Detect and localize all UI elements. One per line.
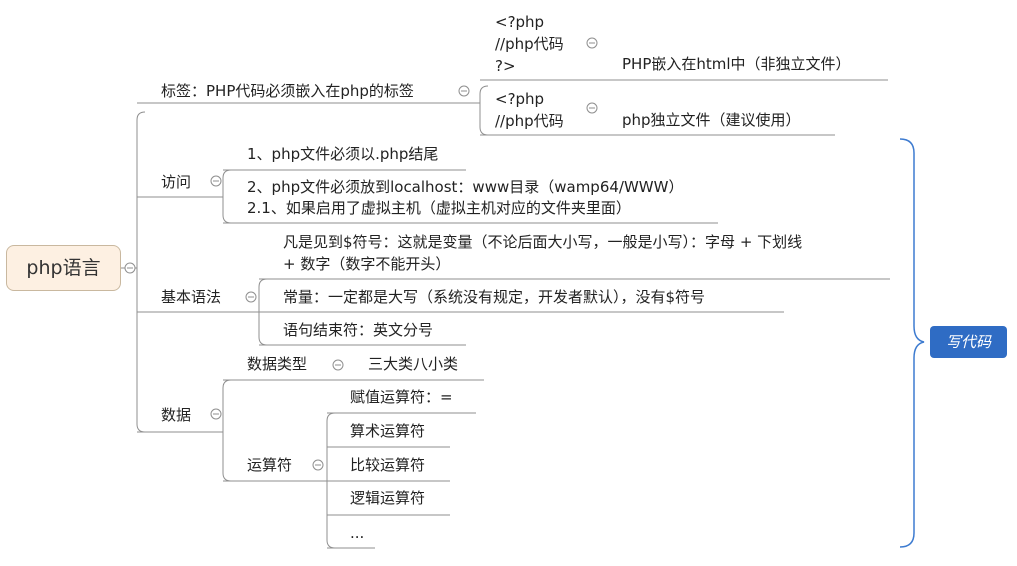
- data-types-value[interactable]: 三大类八小类: [368, 355, 459, 373]
- collapse-toggles: [124, 37, 598, 471]
- access-item-2[interactable]: 2、php文件必须放到localhost：www目录（wamp64/WWW）: [247, 178, 684, 196]
- operator-assignment[interactable]: 赋值运算符：=: [350, 388, 453, 406]
- access-item-2-1[interactable]: 2.1、如果启用了虚拟主机（虚拟主机对应的文件夹里面）: [247, 199, 631, 217]
- tags-child1-note[interactable]: PHP嵌入在html中（非独立文件）: [622, 55, 851, 73]
- main-trunk: [136, 111, 146, 433]
- tags-child2-code-line1[interactable]: <?php: [495, 90, 545, 108]
- data-subtrunk: [222, 379, 232, 482]
- syntax-terminator[interactable]: 语句结束符：英文分号: [283, 321, 434, 339]
- collapse-toggle-tags-child2[interactable]: [586, 102, 598, 114]
- root-node[interactable]: php语言: [6, 245, 121, 291]
- operator-comparison[interactable]: 比较运算符: [350, 456, 426, 474]
- syntax-constant[interactable]: 常量：一定都是大写（系统没有规定，开发者默认），没有$符号: [283, 288, 706, 306]
- collapse-toggle-tags[interactable]: [458, 85, 470, 97]
- summary-callout[interactable]: 写代码: [930, 326, 1007, 358]
- branch-tags-label[interactable]: 标签：PHP代码必须嵌入在php的标签: [161, 82, 414, 100]
- branch-syntax-label[interactable]: 基本语法: [161, 288, 222, 306]
- tags-child1-code-line3[interactable]: ?>: [495, 57, 516, 75]
- syntax-variable-line1[interactable]: 凡是见到$符号：这就是变量（不论后面大小写，一般是小写）：字母 + 下划线: [283, 233, 803, 251]
- tags-child1-code-line1[interactable]: <?php: [495, 13, 545, 31]
- collapse-toggle-operators[interactable]: [312, 459, 324, 471]
- collapse-toggle-tags-child1[interactable]: [586, 37, 598, 49]
- operator-more[interactable]: ...: [350, 524, 365, 542]
- access-item-1[interactable]: 1、php文件必须以.php结尾: [247, 145, 439, 163]
- summary-brace: [899, 138, 925, 548]
- collapse-toggle-access[interactable]: [210, 175, 222, 187]
- tags-child1-code-line2[interactable]: //php代码: [495, 35, 564, 53]
- tags-subtrunk: [479, 85, 489, 136]
- collapse-toggle-types[interactable]: [332, 359, 344, 371]
- branch-access-label[interactable]: 访问: [161, 173, 192, 191]
- access-subtrunk: [222, 169, 232, 224]
- data-types-label[interactable]: 数据类型: [247, 355, 308, 373]
- tags-child2-code-line2[interactable]: //php代码: [495, 112, 564, 130]
- operator-logical[interactable]: 逻辑运算符: [350, 489, 426, 507]
- collapse-toggle-syntax[interactable]: [245, 291, 257, 303]
- collapse-toggle-root[interactable]: [124, 262, 136, 274]
- branch-data-label[interactable]: 数据: [161, 406, 192, 424]
- operators-label[interactable]: 运算符: [247, 456, 293, 474]
- collapse-toggle-data[interactable]: [210, 408, 222, 420]
- syntax-variable-line2[interactable]: + 数字（数字不能开头）: [283, 255, 451, 273]
- operator-arithmetic[interactable]: 算术运算符: [350, 422, 426, 440]
- tags-child2-note[interactable]: php独立文件（建议使用）: [622, 111, 801, 129]
